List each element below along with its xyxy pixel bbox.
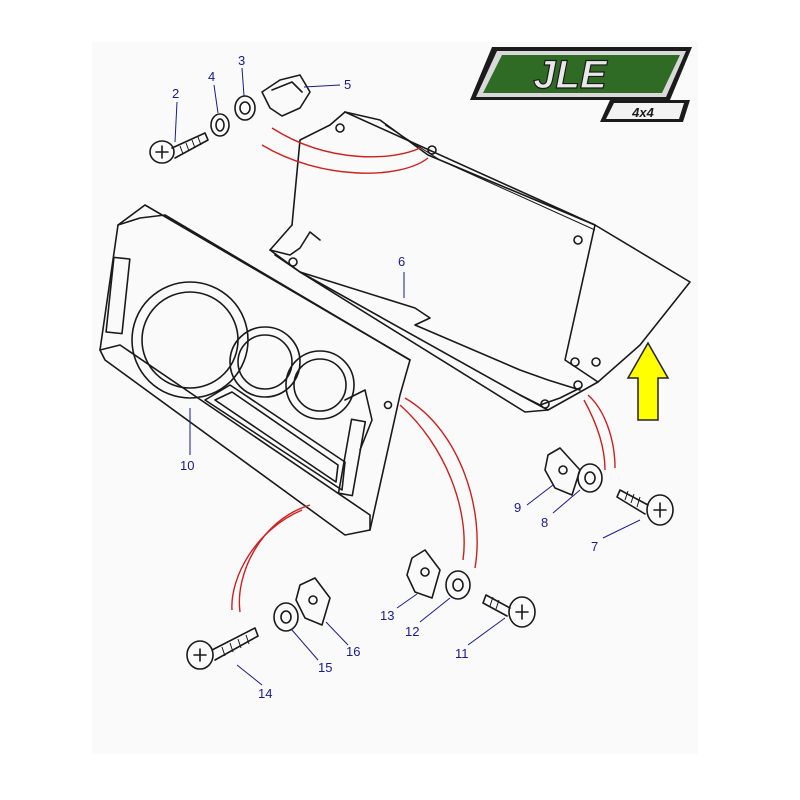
callout-14: 14 — [258, 686, 272, 701]
callout-12: 12 — [405, 624, 419, 639]
spring-washer-4 — [210, 113, 230, 137]
leader-lines — [174, 67, 641, 686]
logo-sub-text: 4x4 — [631, 105, 654, 120]
clip-nut-13 — [406, 549, 441, 599]
washer-8 — [577, 463, 603, 493]
callout-16: 16 — [346, 644, 360, 659]
screw-14 — [186, 627, 259, 670]
up-arrow-icon — [626, 341, 670, 421]
clip-nut-9 — [544, 447, 581, 496]
callout-4: 4 — [208, 69, 215, 84]
washer-12 — [445, 570, 471, 600]
callout-7: 7 — [591, 539, 598, 554]
binnacle-housing — [269, 111, 691, 413]
callout-2: 2 — [172, 86, 179, 101]
screw-11 — [482, 594, 536, 628]
callout-11: 11 — [455, 646, 469, 661]
washer-15 — [273, 602, 299, 632]
screw-2 — [149, 132, 209, 164]
fixing-lines — [231, 127, 616, 613]
washer-3 — [234, 95, 256, 121]
callout-6: 6 — [398, 254, 405, 269]
screw-7 — [616, 489, 674, 526]
callout-5: 5 — [344, 77, 351, 92]
callout-10: 10 — [180, 458, 194, 473]
callout-8: 8 — [541, 515, 548, 530]
callout-3: 3 — [238, 53, 245, 68]
callout-labels: 2 4 3 5 6 10 9 8 7 13 12 11 14 15 16 — [172, 53, 598, 701]
logo-main-text: JLE — [533, 53, 608, 97]
instrument-bezel — [99, 204, 411, 536]
callout-9: 9 — [514, 500, 521, 515]
jle-logo: JLE 4x4 — [470, 47, 692, 122]
clip-5 — [261, 74, 311, 117]
callout-15: 15 — [318, 660, 332, 675]
clip-nut-16 — [295, 577, 331, 626]
callout-13: 13 — [380, 608, 394, 623]
